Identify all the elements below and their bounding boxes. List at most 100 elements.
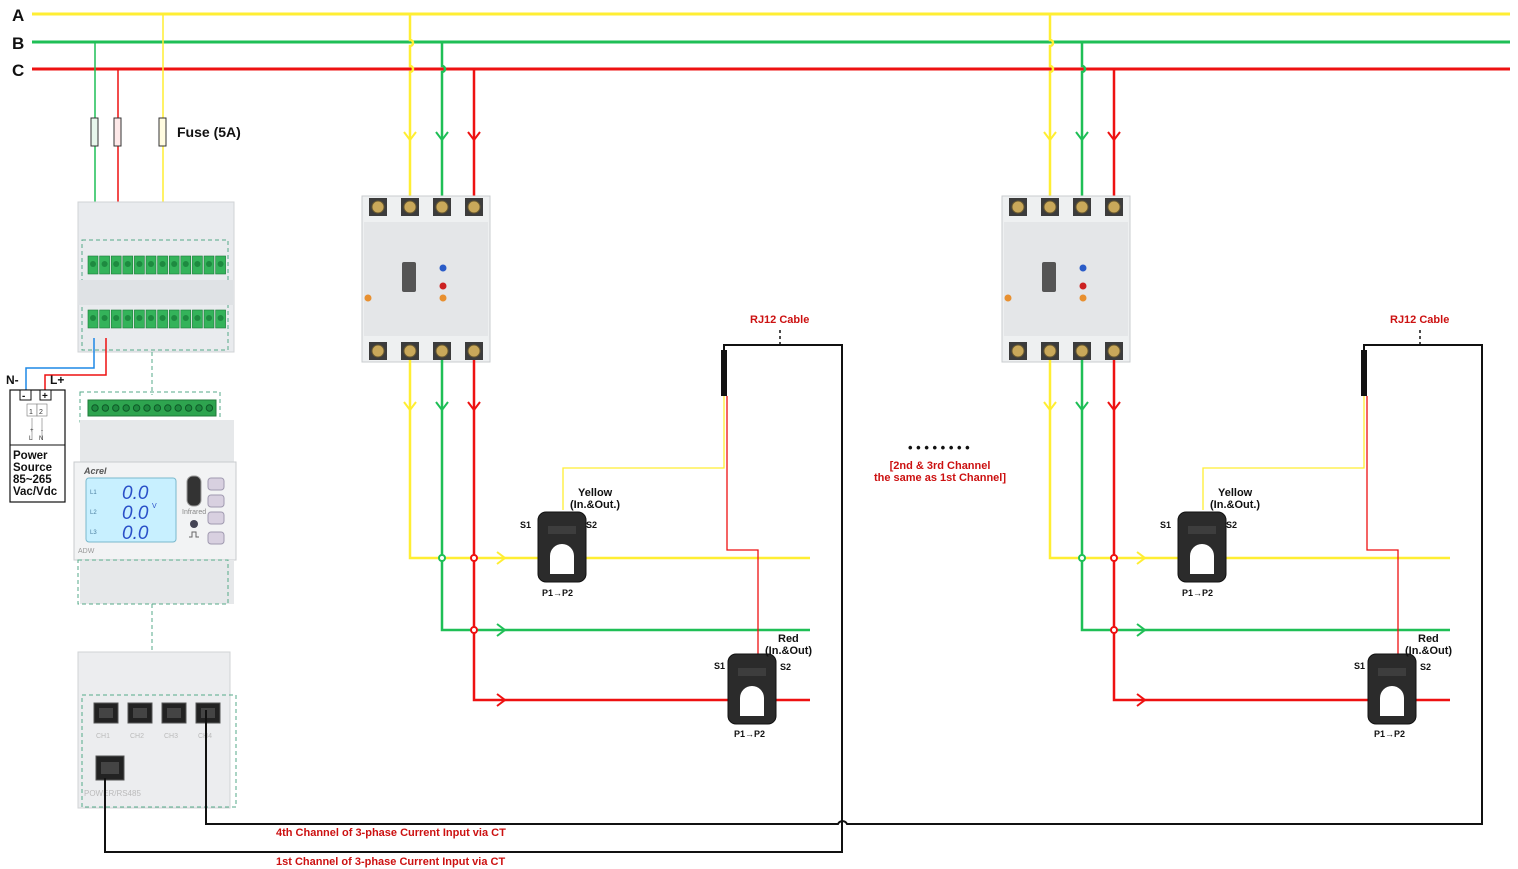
breaker-handle[interactable] xyxy=(402,262,416,292)
rs485-port xyxy=(95,755,125,781)
ps-terminal-1: 1 xyxy=(29,409,33,416)
meter-model: ADW xyxy=(78,548,95,555)
s1-label: S1 xyxy=(1354,661,1365,671)
ch1-cable-label: 1st Channel of 3-phase Current Input via… xyxy=(276,856,505,868)
yellow-ct-sub: (In.&Out.) xyxy=(1210,499,1260,511)
n-minus-label: N- xyxy=(6,373,19,387)
phase-bus: A B C xyxy=(12,6,1510,80)
terminal-screw xyxy=(153,404,162,412)
arrow-down-icon xyxy=(1107,401,1121,412)
terminal-screw xyxy=(112,404,120,412)
p1p2-label: P1→P2 xyxy=(542,588,573,598)
terminal-screw xyxy=(195,404,203,412)
meter-reading-3: 0.0 xyxy=(122,523,149,544)
svg-text:+: + xyxy=(42,391,48,402)
red-ct-sub: (In.&Out) xyxy=(1405,645,1452,657)
port-label: CH1 xyxy=(96,733,110,740)
channel-note-line1: [2nd & 3rd Channel xyxy=(890,460,991,472)
ps-mark-plus: + xyxy=(30,428,34,434)
terminal-screw xyxy=(132,404,141,412)
arrow-right-icon xyxy=(496,693,507,707)
power-meter: Acrel L1 L2 L3 0.0 0.0 0.0 V Infrared AD… xyxy=(73,391,237,690)
arrow-right-icon xyxy=(496,623,507,637)
arrow-down-icon xyxy=(1043,401,1057,412)
arrow-down-icon xyxy=(435,401,449,412)
s2-label: S2 xyxy=(1226,520,1237,530)
s2-label: S2 xyxy=(1420,662,1431,672)
rj12-cable-label: RJ12 Cable xyxy=(1390,314,1449,326)
svg-text:-: - xyxy=(22,391,25,402)
arrow-right-icon xyxy=(1136,693,1147,707)
red-ct-label: Red xyxy=(1418,633,1439,645)
arrow-down-icon xyxy=(467,401,481,412)
terminal-row-lower xyxy=(87,309,226,329)
ps-mark-l: L xyxy=(29,436,33,442)
meter-key-button[interactable] xyxy=(207,494,225,508)
meter-reading-1: 0.0 xyxy=(122,483,149,504)
meter-reading-2: 0.0 xyxy=(122,503,149,524)
power-source-line3: 85~265 xyxy=(13,474,52,486)
arrow-right-icon xyxy=(496,551,507,565)
yellow-ct-sub: (In.&Out.) xyxy=(570,499,620,511)
fuse-label: Fuse (5A) xyxy=(177,124,241,140)
meter-lcd xyxy=(85,477,177,543)
port-label: CH3 xyxy=(164,733,178,740)
terminal-row-upper xyxy=(87,255,226,275)
voltage-taps: Fuse (5A) xyxy=(90,14,241,262)
terminal-screw xyxy=(164,404,172,412)
yellow-ct-label: Yellow xyxy=(578,487,613,499)
indicator-led xyxy=(190,520,198,528)
meter-row-l2: L2 xyxy=(90,510,97,516)
terminal-screw xyxy=(91,404,99,412)
arrow-down-icon xyxy=(1075,131,1089,142)
meter-key-button[interactable] xyxy=(207,511,225,525)
s2-label: S2 xyxy=(780,662,791,672)
terminal-screw xyxy=(205,404,214,412)
arrow-down-icon xyxy=(1043,131,1057,142)
arrow-down-icon xyxy=(403,131,417,142)
terminal-screw xyxy=(101,404,110,412)
p1p2-label: P1→P2 xyxy=(734,729,765,739)
rj12-cable-label: RJ12 Cable xyxy=(750,314,809,326)
power-source-line4: Vac/Vdc xyxy=(13,486,58,498)
red-ct-label: Red xyxy=(778,633,799,645)
s1-label: S1 xyxy=(714,661,725,671)
arrow-right-icon xyxy=(1136,623,1147,637)
meter-key-button[interactable] xyxy=(207,477,225,491)
p1p2-label: P1→P2 xyxy=(1182,588,1213,598)
continuation-dots: • • • • • • • • xyxy=(908,440,970,455)
arrow-down-icon xyxy=(1075,401,1089,412)
ps-terminal-2: 2 xyxy=(39,409,43,416)
power-source-line1: Power xyxy=(13,450,48,462)
phase-label-c: C xyxy=(12,61,24,80)
yellow-ct-label: Yellow xyxy=(1218,487,1253,499)
meter-terminal-module xyxy=(77,201,235,395)
s1-label: S1 xyxy=(1160,520,1171,530)
terminal-screw xyxy=(122,404,130,412)
ps-mark-n: N xyxy=(39,436,43,442)
phase-label-a: A xyxy=(12,6,24,25)
fuse-c xyxy=(113,117,122,147)
arrow-down-icon xyxy=(1107,131,1121,142)
power-source: - + N- L+ 1 2 + - L N Power Source 85~26… xyxy=(6,338,107,503)
breaker-handle[interactable] xyxy=(1042,262,1056,292)
s1-label: S1 xyxy=(520,520,531,530)
terminal-screw xyxy=(174,404,182,412)
infrared-label: Infrared xyxy=(182,509,206,516)
terminal-screw xyxy=(184,404,193,412)
terminal-screw xyxy=(143,404,151,412)
channel-note-line2: the same as 1st Channel] xyxy=(874,472,1006,484)
port-label: CH2 xyxy=(130,733,144,740)
meter-key-button[interactable] xyxy=(207,531,225,545)
l-plus-label: L+ xyxy=(50,373,64,387)
power-rs485-label: POWER/RS485 xyxy=(84,789,141,798)
arrow-down-icon xyxy=(467,131,481,142)
arrow-right-icon xyxy=(1136,551,1147,565)
ch4-cable-label: 4th Channel of 3-phase Current Input via… xyxy=(276,827,506,839)
ct-cables: 4th Channel of 3-phase Current Input via… xyxy=(104,344,1483,868)
red-ct-sub: (In.&Out) xyxy=(765,645,812,657)
fuse-b xyxy=(90,117,99,147)
